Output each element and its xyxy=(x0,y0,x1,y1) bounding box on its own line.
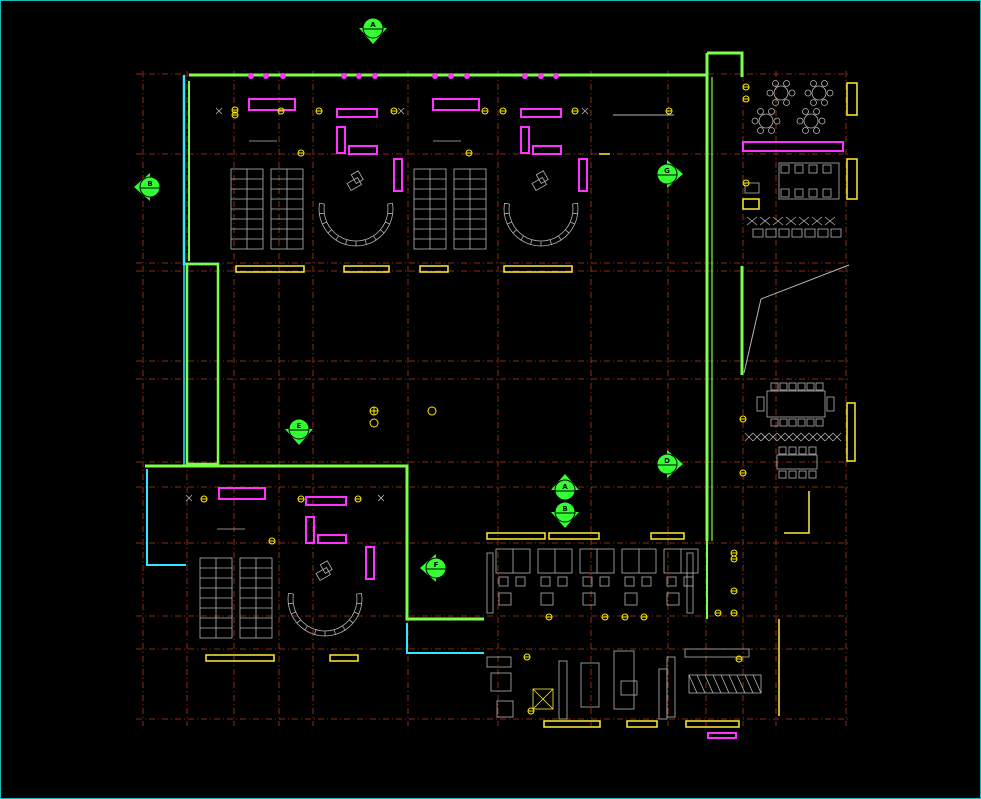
section-marker-label: A xyxy=(562,483,568,491)
curved-desk xyxy=(318,170,394,247)
section-marker-left: B xyxy=(134,173,161,201)
section-markers: A B G E A B F D xyxy=(134,17,683,582)
server-rack-group xyxy=(230,168,304,250)
section-marker-label: F xyxy=(434,561,439,569)
curved-desk xyxy=(503,170,579,247)
section-marker-center_left: E xyxy=(285,418,313,445)
section-marker-right_mid: D xyxy=(656,450,683,478)
server-rack-group xyxy=(413,168,487,250)
right-rooms-furniture xyxy=(744,80,842,479)
light-fixtures xyxy=(200,83,750,715)
workstation-cluster xyxy=(495,548,699,606)
furniture xyxy=(185,80,842,720)
section-marker-upper_right: G xyxy=(656,160,683,188)
section-marker-label: B xyxy=(147,180,152,188)
wall-fixture-dots xyxy=(248,73,559,79)
curved-desk xyxy=(287,560,363,637)
section-marker-label: G xyxy=(664,167,670,175)
section-marker-center_up: A xyxy=(551,474,579,501)
section-marker-label: E xyxy=(297,422,302,430)
server-rack-group xyxy=(199,557,273,639)
section-marker-label: D xyxy=(664,457,670,465)
section-marker-label: A xyxy=(370,21,376,29)
magenta-panels xyxy=(218,98,844,739)
section-marker-label: B xyxy=(562,505,567,513)
building-walls xyxy=(145,51,850,716)
section-marker-center_down: B xyxy=(551,501,579,528)
section-marker-top: A xyxy=(359,17,387,44)
window-strips xyxy=(205,82,858,728)
section-marker-lower_left: F xyxy=(420,554,447,582)
lower-office-furniture xyxy=(486,648,762,720)
